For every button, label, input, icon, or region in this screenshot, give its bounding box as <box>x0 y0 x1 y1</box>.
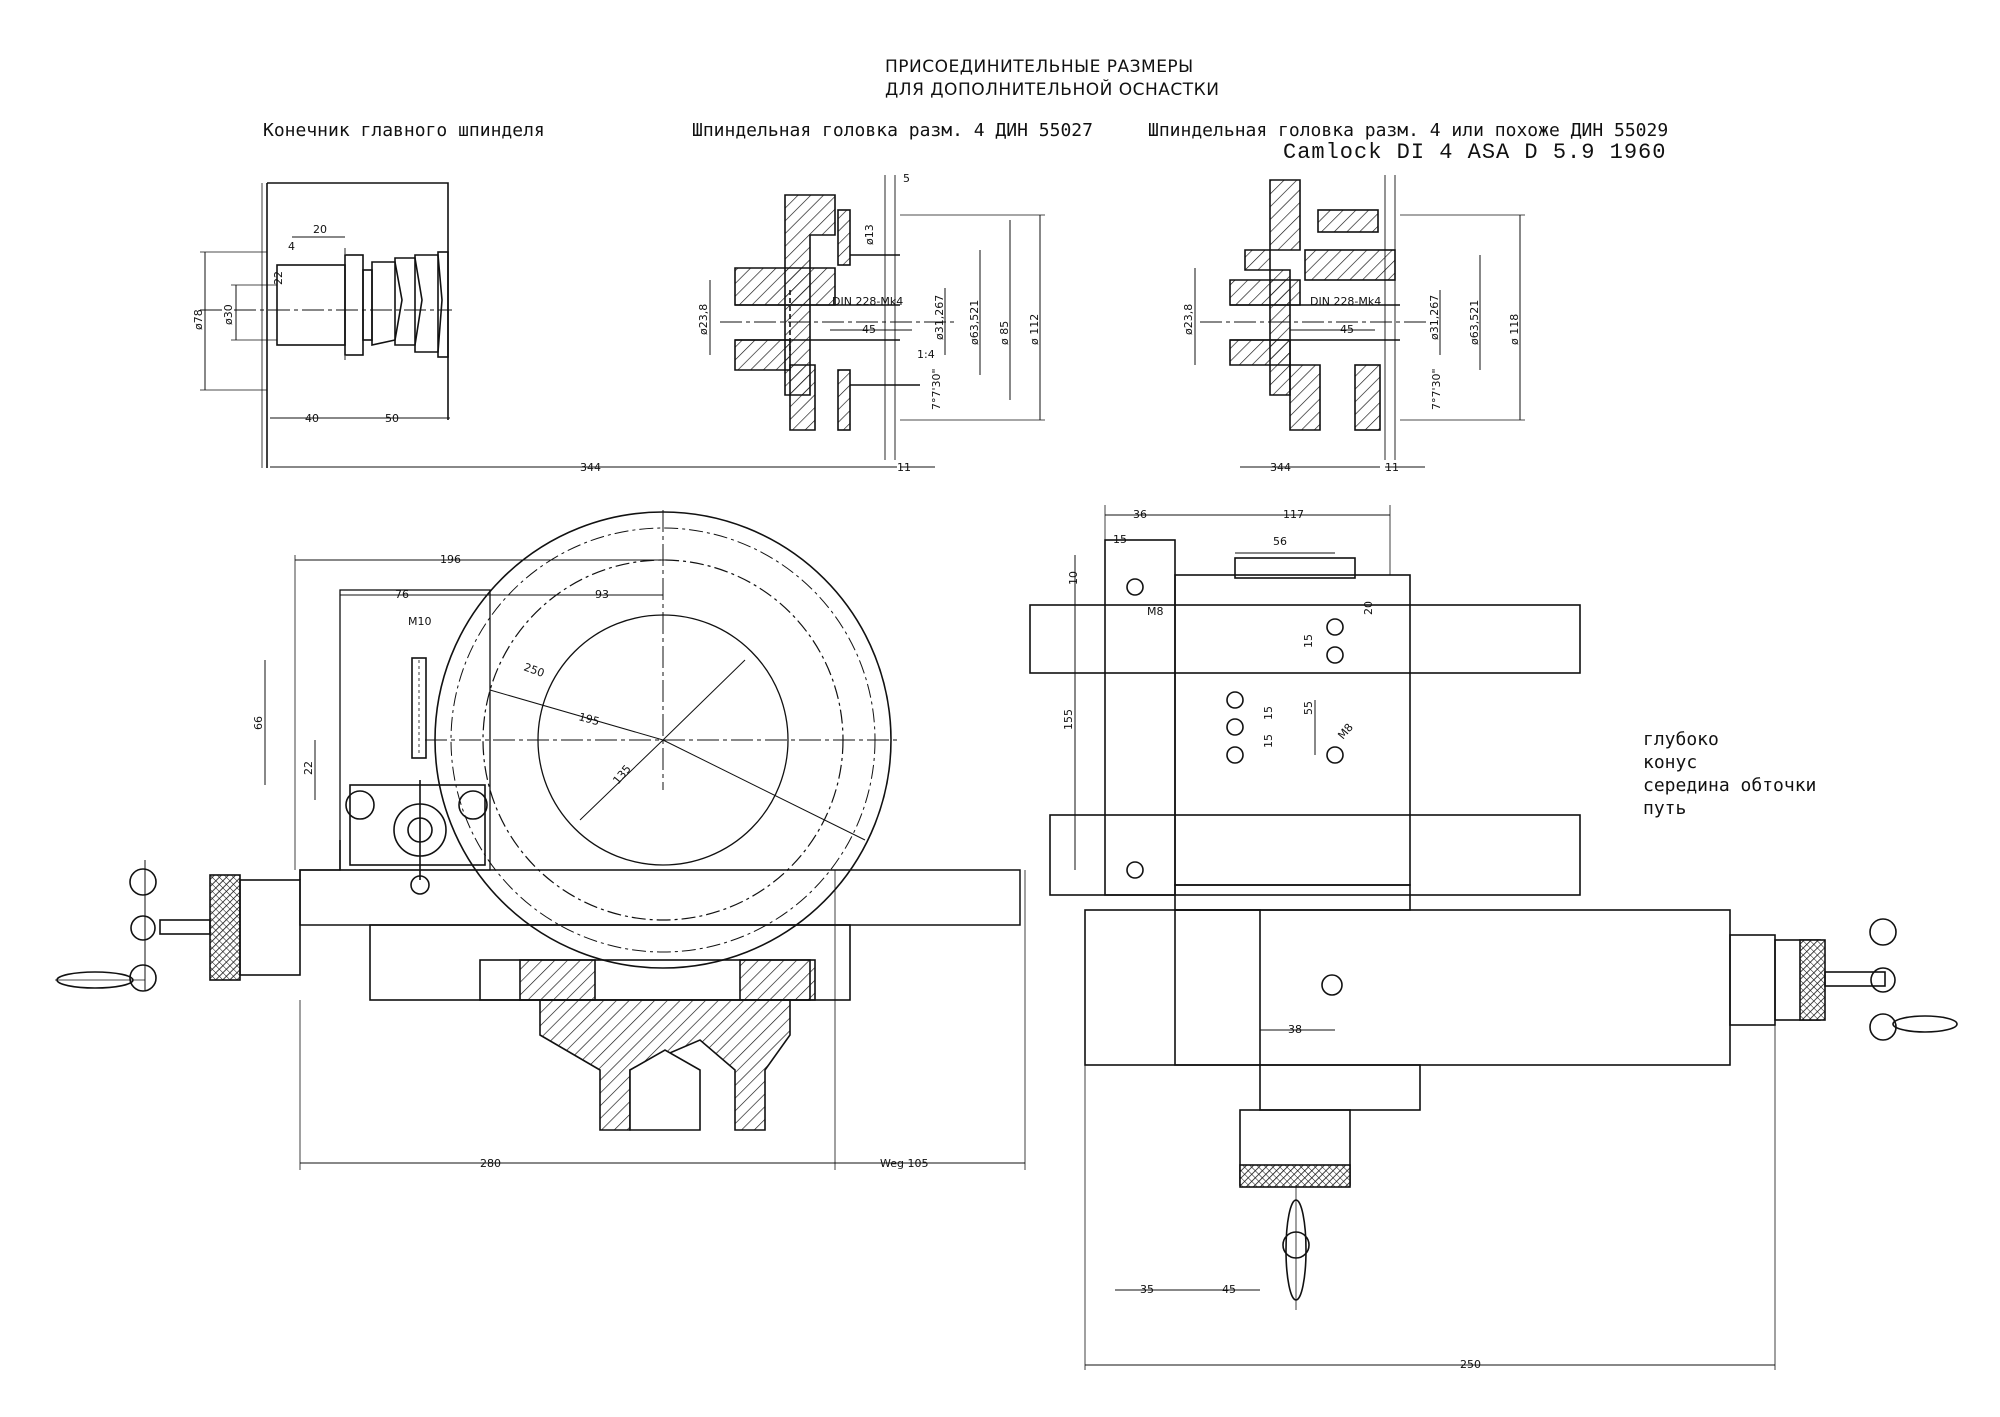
din-228-mk4-left: DIN 228-Mk4 <box>832 295 903 308</box>
sheet-title-line1: ПРИСОЕДИНИТЕЛЬНЫЕ РАЗМЕРЫ <box>885 57 1194 77</box>
dim-dia-13: ø13 <box>863 224 876 245</box>
dim-22-front: 22 <box>302 761 315 775</box>
heading-spindle-head-55027: Шпиндельная головка разм. 4 ДИН 55027 <box>692 120 1093 141</box>
dim-11-right: 11 <box>1385 461 1399 474</box>
note-bore-center: середина обточки <box>1643 775 1817 796</box>
dim-250-plan: 250 <box>1460 1358 1481 1371</box>
view-spindle-head-55029 <box>1194 175 1525 468</box>
dim-dia-85: ø 85 <box>998 321 1011 345</box>
dim-11-left: 11 <box>897 461 911 474</box>
dim-15-plan-a: 15 <box>1302 634 1315 648</box>
view-cross-slide-plan <box>1029 505 1958 1370</box>
thread-m8-top: M8 <box>1147 605 1164 618</box>
angle-left: 7°7'30" <box>930 368 943 410</box>
dim-196: 196 <box>440 553 461 566</box>
dim-dia-23-8-left: ø23,8 <box>697 304 710 335</box>
view-spindle-nose <box>200 182 935 468</box>
din-228-mk4-right: DIN 228-Mk4 <box>1310 295 1381 308</box>
dim-45-right: 45 <box>1340 323 1354 336</box>
view-spindle-head-55027 <box>709 175 1045 460</box>
heading-camlock: Camlock DI 4 ASA D 5.9 1960 <box>1283 140 1667 165</box>
dim-344-right: 344 <box>1270 461 1291 474</box>
dim-66: 66 <box>252 716 265 730</box>
dim-22: 22 <box>272 271 285 285</box>
dim-dia-63-521-right: ø63,521 <box>1468 300 1481 345</box>
note-cone: конус <box>1643 752 1698 773</box>
dim-15-top: 15 <box>1113 533 1127 546</box>
sheet-title-line2: ДЛЯ ДОПОЛНИТЕЛЬНОЙ ОСНАСТКИ <box>885 80 1220 100</box>
dim-4: 4 <box>288 240 295 253</box>
dim-dia-118: ø 118 <box>1508 314 1521 345</box>
dim-280: 280 <box>480 1157 501 1170</box>
dim-20-plan: 20 <box>1362 601 1375 615</box>
dim-45-left: 45 <box>862 323 876 336</box>
angle-right: 7°7'30" <box>1430 368 1443 410</box>
heading-spindle-head-55029: Шпиндельная головка разм. 4 или похоже Д… <box>1148 120 1669 141</box>
dim-38: 38 <box>1288 1023 1302 1036</box>
note-travel: путь <box>1643 798 1687 819</box>
thread-m8-side: M8 <box>1335 721 1356 742</box>
dim-344-left: 344 <box>580 461 601 474</box>
dim-dia-30: ø30 <box>222 304 235 325</box>
dim-55: 55 <box>1302 701 1315 715</box>
heading-spindle-nose: Конечник главного шпинделя <box>263 120 545 141</box>
dim-dia-112: ø 112 <box>1028 314 1041 345</box>
dim-dia-63-521-left: ø63,521 <box>968 300 981 345</box>
dim-5: 5 <box>903 172 910 185</box>
radius-195: 195 <box>577 710 601 728</box>
taper-1-4: 1:4 <box>917 348 935 361</box>
radius-135: 135 <box>610 762 633 786</box>
dim-36: 36 <box>1133 508 1147 521</box>
view-cross-slide-front <box>55 510 1026 1170</box>
dim-76: 76 <box>395 588 409 601</box>
dim-56: 56 <box>1273 535 1287 548</box>
dim-dia-31-267-left: ø31,267 <box>933 295 946 340</box>
dim-35: 35 <box>1140 1283 1154 1296</box>
dim-15-plan-c: 15 <box>1262 734 1275 748</box>
dim-50: 50 <box>385 412 399 425</box>
dim-20: 20 <box>313 223 327 236</box>
radius-250: 250 <box>522 661 546 680</box>
notes-list: глубоко конус середина обточки путь <box>1643 728 1816 820</box>
dim-weg-105: Weg 105 <box>880 1157 928 1170</box>
note-depth: глубоко <box>1643 729 1719 750</box>
thread-m10: M10 <box>408 615 432 628</box>
dim-45-plan: 45 <box>1222 1283 1236 1296</box>
dim-15-plan-b: 15 <box>1262 706 1275 720</box>
dim-93: 93 <box>595 588 609 601</box>
dim-117: 117 <box>1283 508 1304 521</box>
dim-dia-78: ø78 <box>192 309 205 330</box>
dim-40: 40 <box>305 412 319 425</box>
dim-dia-23-8-right: ø23,8 <box>1182 304 1195 335</box>
dim-10: 10 <box>1067 571 1080 585</box>
dim-dia-31-267-right: ø31,267 <box>1428 295 1441 340</box>
dim-155: 155 <box>1062 709 1075 730</box>
